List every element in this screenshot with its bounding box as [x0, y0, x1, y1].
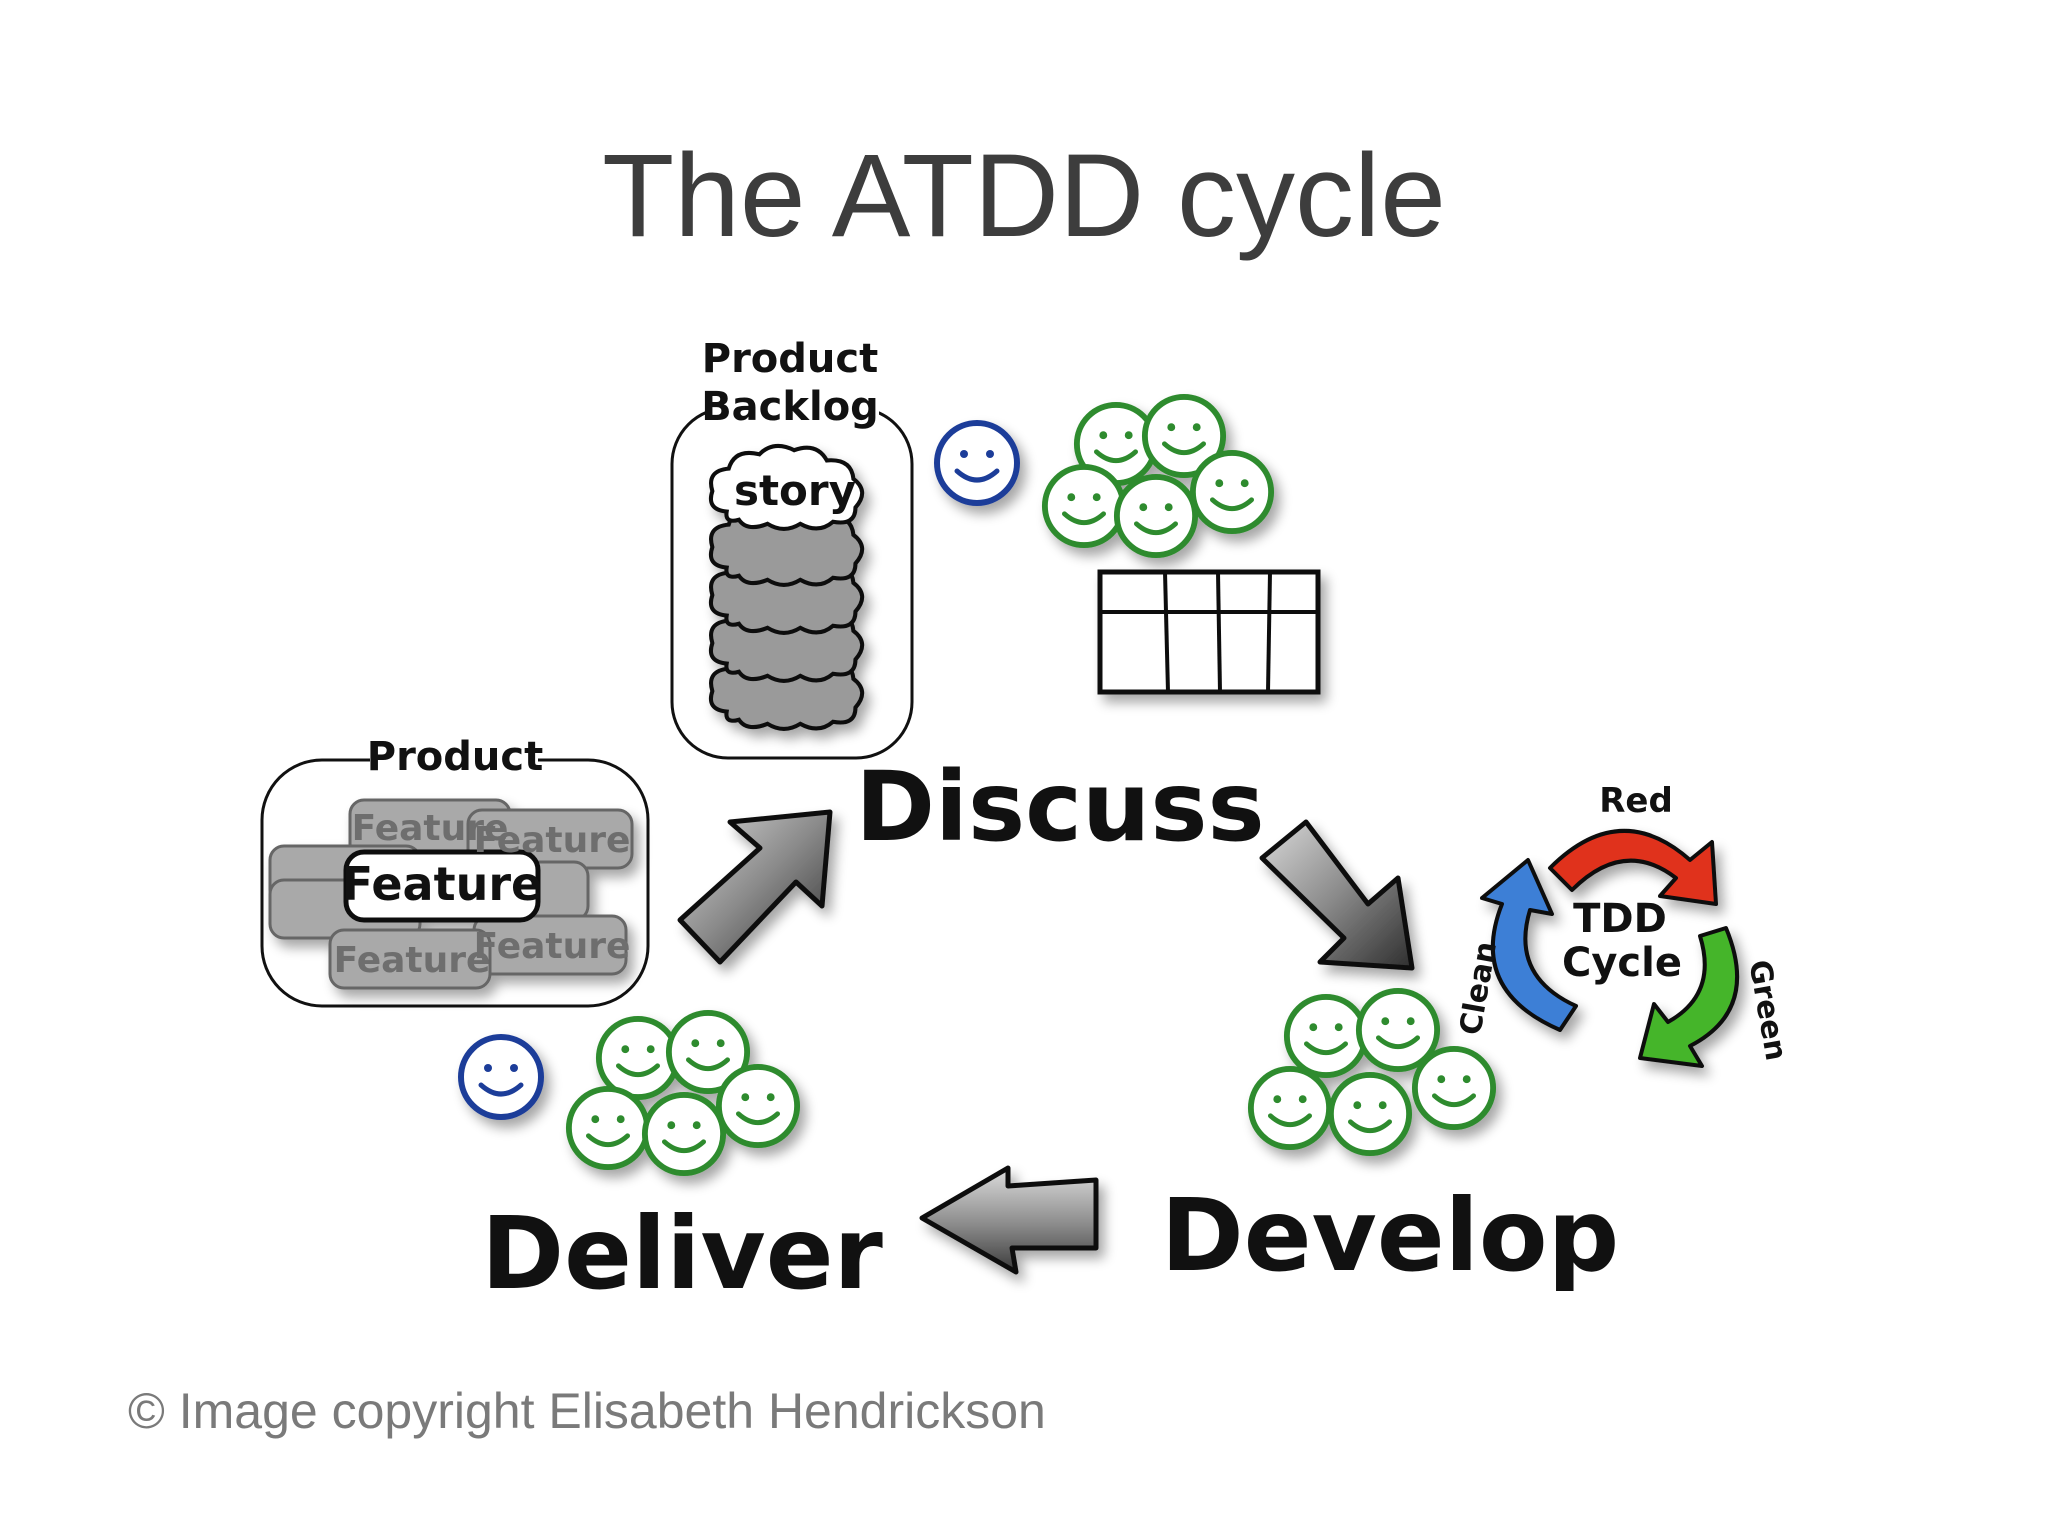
deliver-team [461, 1013, 797, 1173]
tdd-label-red: Red [1599, 781, 1673, 821]
feature-label-back: Feature [474, 820, 631, 861]
phase-discuss: Discuss [855, 751, 1264, 863]
tdd-label-clean: Clean [1453, 939, 1504, 1038]
feature-label-back: Feature [352, 808, 509, 849]
team-smiley-icon [1287, 997, 1365, 1075]
team-smiley-icon [599, 1019, 677, 1097]
story-label: story [734, 466, 856, 515]
feature-label-back: Feature [334, 940, 491, 981]
discuss-team [937, 397, 1271, 555]
acceptance-table-icon [1097, 569, 1321, 695]
team-smiley-icon [1193, 453, 1271, 531]
phase-deliver: Deliver [481, 1195, 883, 1312]
tdd-label-green: Green [1741, 957, 1793, 1063]
arrow-to-deliver-icon [919, 1165, 1099, 1275]
team-smiley-icon [1045, 467, 1123, 545]
backlog-title-line1: Product [702, 336, 878, 382]
arrow-to-discuss-icon [677, 809, 833, 965]
customer-smiley-icon [461, 1037, 541, 1117]
team-smiley-icon [1415, 1049, 1493, 1127]
team-smiley-icon [645, 1095, 723, 1173]
slide-title: The ATDD cycle [602, 130, 1446, 262]
tdd-cycle [1480, 829, 1740, 1068]
tdd-center-line1: TDD [1573, 896, 1667, 942]
blue-arrow-icon [1480, 858, 1578, 1032]
backlog-title-line2: Backlog [701, 384, 879, 430]
tdd-center-line2: Cycle [1562, 940, 1682, 986]
feature-card-back [328, 928, 492, 990]
product: Product Feature Feature Feature Feature … [260, 734, 650, 1008]
red-arrow-icon [1548, 829, 1718, 906]
green-arrow-icon [1638, 926, 1740, 1068]
feature-label-front: Feature [342, 857, 542, 911]
team-smiley-icon [1251, 1069, 1329, 1147]
arrow-to-develop-icon [1259, 819, 1415, 971]
feature-stack [268, 798, 634, 990]
customer-smiley-icon [937, 423, 1017, 503]
product-title: Product [367, 734, 543, 780]
product-backlog: Product Backlog story [670, 336, 914, 760]
team-smiley-icon [719, 1067, 797, 1145]
feature-label-back: Feature [474, 926, 631, 967]
team-smiley-icon [1117, 477, 1195, 555]
team-smiley-icon [1331, 1075, 1409, 1153]
team-smiley-icon [569, 1089, 647, 1167]
phase-develop: Develop [1161, 1177, 1619, 1294]
copyright-notice: © Image copyright Elisabeth Hendrickson [128, 1383, 1046, 1439]
feature-card-front [343, 849, 541, 923]
